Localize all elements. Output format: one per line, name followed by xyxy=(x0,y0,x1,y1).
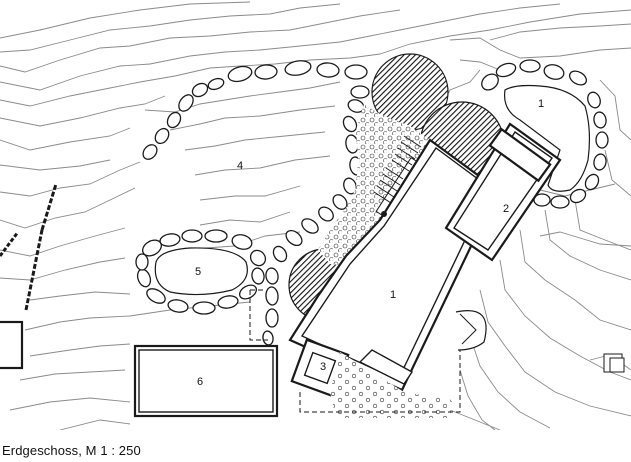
label-pond-5: 5 xyxy=(195,266,201,278)
fence-posts-left xyxy=(0,183,58,311)
label-building-6: 6 xyxy=(197,376,203,388)
dashed-outlines xyxy=(249,289,461,413)
label-garden-4: 4 xyxy=(237,160,243,172)
label-room-2: 2 xyxy=(503,203,509,215)
label-room-3: 3 xyxy=(320,361,326,373)
stone-ring-pond-5 xyxy=(135,229,267,315)
plan-caption: Erdgeschoss, M 1 : 250 xyxy=(2,443,141,458)
floor-plan: 1 2 4 5 1 3 6 xyxy=(0,1,631,430)
pond-5-outline xyxy=(154,247,248,296)
lower-courtyard-gravel xyxy=(330,352,452,418)
stone-ring-pond-1 xyxy=(481,59,609,209)
main-building xyxy=(288,122,562,398)
building-6 xyxy=(133,344,279,418)
label-room-1: 1 xyxy=(390,289,396,301)
stone-wall-garden-4 xyxy=(142,60,370,346)
small-structure-right xyxy=(603,353,625,373)
pond-1-outline xyxy=(503,84,591,192)
neighbor-building-left xyxy=(0,320,24,370)
gravel-terrace xyxy=(318,104,432,266)
label-pond-1: 1 xyxy=(538,98,544,110)
